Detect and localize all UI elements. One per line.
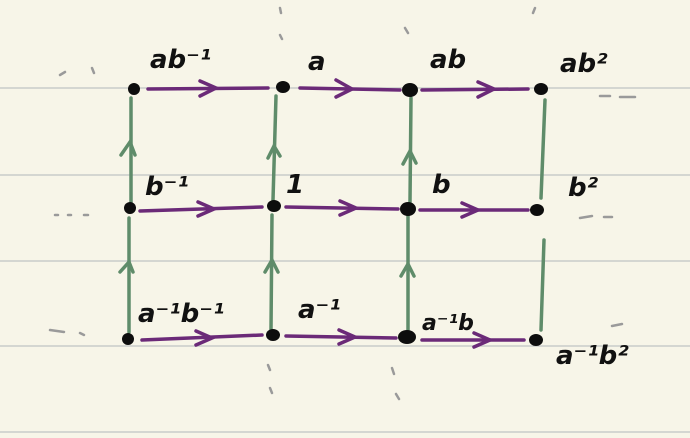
vertex xyxy=(267,200,281,212)
vertex xyxy=(400,202,416,216)
scribble-mark xyxy=(278,33,284,41)
vertex xyxy=(529,334,543,346)
vertical-edge xyxy=(539,98,547,200)
vertex xyxy=(398,330,416,344)
vertex xyxy=(534,83,548,95)
right-arrowhead xyxy=(338,199,361,217)
scribbles xyxy=(48,6,637,401)
vertex-label-b: b xyxy=(432,170,451,200)
right-arrowhead xyxy=(460,201,483,219)
scribble-mark xyxy=(531,6,537,15)
vertex-label-ab: ab xyxy=(430,45,466,75)
vertex xyxy=(124,202,136,214)
vertex-label-ab2: ab² xyxy=(560,49,608,79)
vertex-label-a-inv: a⁻¹ xyxy=(298,295,341,325)
horizontal-edge xyxy=(284,205,400,211)
vertices xyxy=(122,81,548,346)
scribble-mark xyxy=(58,70,67,77)
vertex-label-identity: 1 xyxy=(286,170,304,200)
scribble-mark xyxy=(390,366,401,401)
vertical-edge xyxy=(539,238,546,332)
scribble-mark xyxy=(48,328,86,337)
vertex xyxy=(266,329,280,341)
scribble-mark xyxy=(578,214,614,220)
right-arrowhead xyxy=(476,80,499,99)
scribble-mark xyxy=(90,66,96,75)
up-arrowhead xyxy=(266,142,282,160)
vertex-label-b2: b² xyxy=(568,173,599,203)
vertex-labels: ab⁻¹ a ab ab² b⁻¹ 1 b b² a⁻¹b⁻¹ a⁻¹ a⁻¹b… xyxy=(138,45,629,371)
vertex-label-a-inv-b-inv: a⁻¹b⁻¹ xyxy=(138,299,224,329)
vertex-label-a-inv-b2: a⁻¹b² xyxy=(556,341,629,371)
vertical-edges xyxy=(118,94,547,334)
horizontal-edge xyxy=(138,205,264,213)
horizontal-edges xyxy=(138,78,530,349)
vertex xyxy=(530,204,544,216)
vertex xyxy=(402,83,418,97)
horizontal-edge xyxy=(146,86,270,91)
right-arrowhead xyxy=(194,329,217,347)
scribble-mark xyxy=(278,6,283,15)
scribble-mark xyxy=(403,26,410,35)
vertex-label-a-inv-b: a⁻¹b xyxy=(422,311,474,336)
vertex-label-b-inv: b⁻¹ xyxy=(145,172,189,202)
vertex xyxy=(128,83,140,95)
scribble-mark xyxy=(266,363,274,395)
right-arrowhead xyxy=(472,331,495,349)
up-arrowhead xyxy=(119,138,137,157)
scribble-mark xyxy=(598,94,637,99)
right-arrowhead xyxy=(334,78,356,99)
horizontal-edge xyxy=(140,333,264,342)
right-arrowhead xyxy=(337,328,360,346)
right-arrowhead xyxy=(196,200,219,218)
right-arrowhead xyxy=(198,79,221,98)
vertex xyxy=(276,81,290,93)
up-arrowhead xyxy=(401,147,418,166)
scribble-mark xyxy=(610,322,624,328)
horizontal-edge xyxy=(420,87,530,92)
horizontal-edge xyxy=(284,334,398,340)
up-arrowhead xyxy=(118,258,135,274)
up-arrowhead xyxy=(399,260,416,278)
vertex-label-ab-inv-b: ab⁻¹ xyxy=(150,45,211,75)
vertex-label-a: a xyxy=(308,47,326,77)
up-arrowhead xyxy=(263,256,280,274)
vertical-edge xyxy=(269,213,274,332)
vertex xyxy=(122,333,134,345)
ruled-lines xyxy=(0,87,690,433)
